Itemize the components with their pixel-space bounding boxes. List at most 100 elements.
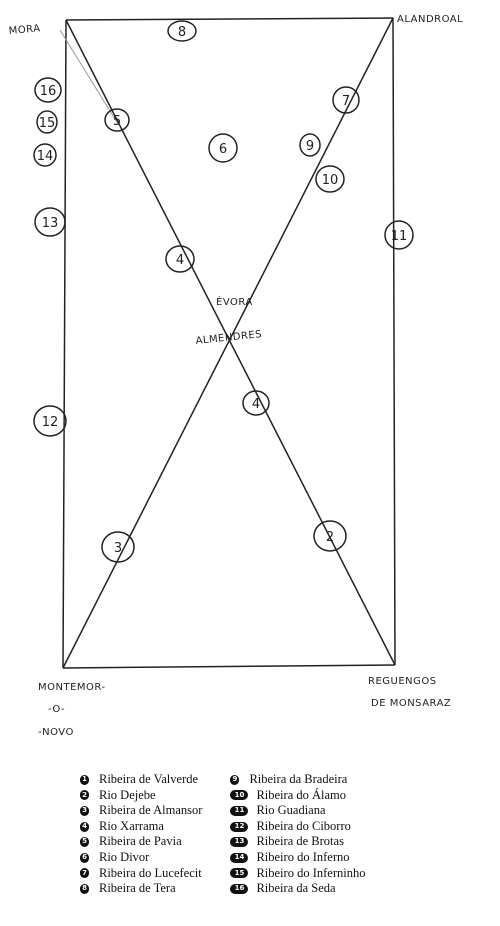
marker-8: 8 xyxy=(178,25,186,40)
right-edge xyxy=(392,17,396,666)
legend-label: Ribeira do Ciborro xyxy=(256,818,351,833)
legend-badge: 14 xyxy=(230,852,249,863)
legend-item: 14 Ribeiro do Inferno xyxy=(230,850,365,866)
legend-badge: 11 xyxy=(230,805,249,816)
marker-10-circle xyxy=(315,165,345,193)
marker-2: 2 xyxy=(326,530,334,545)
legend-badge: 16 xyxy=(230,883,249,894)
legend-badge: 13 xyxy=(230,837,249,848)
marker-13-circle xyxy=(34,207,66,237)
marker-4b: 4 xyxy=(252,397,260,412)
legend-item: 13 Ribeira de Brotas xyxy=(230,834,365,850)
marker-8-circle xyxy=(167,20,197,42)
place-montemor-line3: -NOVO xyxy=(38,727,74,738)
legend-label: Ribeira do Álamo xyxy=(256,787,347,802)
marker-5-circle xyxy=(104,108,130,132)
marker-15-circle xyxy=(36,110,58,134)
diagram-frame xyxy=(59,17,396,669)
legend-badge: 4 xyxy=(80,821,89,832)
marker-6-circle xyxy=(208,133,238,163)
marker-12: 12 xyxy=(42,415,59,430)
marker-13: 13 xyxy=(42,216,59,231)
legend-badge: 9 xyxy=(230,774,240,785)
legend-item: 9 Ribeira da Bradeira xyxy=(230,772,365,788)
place-alandroal: ALANDROAL xyxy=(397,14,463,25)
legend-badge: 10 xyxy=(230,790,249,801)
marker-2-circle xyxy=(313,520,347,552)
legend-label: Ribeira do Lucefecit xyxy=(99,865,202,880)
legend-item: 7 Ribeira do Lucefecit xyxy=(80,866,202,882)
marker-7: 7 xyxy=(342,94,350,109)
legend-badge: 8 xyxy=(80,883,89,894)
legend-badge: 7 xyxy=(80,868,89,879)
marker-10: 10 xyxy=(322,173,339,188)
legend-badge: 6 xyxy=(80,852,89,863)
legend-label: Ribeira de Almansor xyxy=(99,803,203,818)
legend-label: Rio Xarrama xyxy=(99,818,164,833)
marker-11: 11 xyxy=(391,229,408,244)
legend-item: 6 Rio Divor xyxy=(80,850,202,866)
marker-7-circle xyxy=(332,86,360,114)
legend-label: Ribeiro do Inferno xyxy=(256,849,350,864)
legend-badge: 1 xyxy=(80,774,89,785)
legend-item: 4 Rio Xarrama xyxy=(80,819,202,835)
legend-badge: 12 xyxy=(230,821,249,832)
legend-label: Ribeira da Seda xyxy=(256,881,336,896)
legend-item: 11 Rio Guadiana xyxy=(230,803,365,819)
legend-item: 8 Ribeira de Tera xyxy=(80,881,202,897)
marker-6: 6 xyxy=(219,142,227,157)
place-reguengos-line1: REGUENGOS xyxy=(368,676,437,687)
legend-item: 15 Ribeiro do Inferninho xyxy=(230,866,365,882)
marker-11-circle xyxy=(384,220,414,250)
legend-badge: 5 xyxy=(80,837,89,848)
legend-item: 3 Ribeira de Almansor xyxy=(80,803,202,819)
place-mora: MORA xyxy=(8,23,41,37)
marker-4: 4 xyxy=(176,253,184,268)
marker-16-circle xyxy=(34,77,62,103)
diagonal-alandroal-montemor xyxy=(62,17,394,669)
marker-15: 15 xyxy=(39,116,56,131)
legend-label: Ribeira de Tera xyxy=(99,881,176,896)
place-reguengos-line2: DE MONSARAZ xyxy=(371,698,451,709)
diagonal-mora-reguengos xyxy=(65,19,396,666)
place-montemor-line1: MONTEMOR- xyxy=(38,682,106,693)
place-evora: ÉVORA xyxy=(216,295,253,308)
legend-label: Rio Dejebe xyxy=(99,787,156,802)
marker-14-circle xyxy=(33,143,57,167)
place-montemor-line2: -O- xyxy=(48,704,65,715)
legend-item: 10 Ribeira do Álamo xyxy=(230,788,365,804)
marker-12-circle xyxy=(33,405,67,437)
legend-label: Rio Guadiana xyxy=(256,803,326,818)
legend-badge: 3 xyxy=(80,805,89,816)
legend-label: Ribeira de Pavia xyxy=(99,834,182,849)
marker-4b-circle xyxy=(242,390,270,416)
marker-5: 5 xyxy=(113,114,121,129)
marker-9-circle xyxy=(299,133,321,157)
legend-label: Rio Divor xyxy=(99,849,150,864)
place-almendres: ALMENDRES xyxy=(195,329,262,347)
bottom-edge xyxy=(62,664,396,669)
legend-item: 1 Ribeira de Valverde xyxy=(80,772,202,788)
marker-3: 3 xyxy=(114,541,122,556)
legend-label: Ribeira de Valverde xyxy=(99,772,199,786)
legend-badge: 2 xyxy=(80,790,89,801)
legend-item: 12 Ribeira do Ciborro xyxy=(230,819,365,835)
top-edge xyxy=(65,17,394,21)
marker-16: 16 xyxy=(40,84,57,99)
left-edge xyxy=(62,19,67,669)
legend-item: 5 Ribeira de Pavia xyxy=(80,834,202,850)
legend-badge: 15 xyxy=(230,868,249,879)
legend-item: 2 Rio Dejebe xyxy=(80,788,202,804)
legend-item: 16 Ribeira da Seda xyxy=(230,881,365,897)
legend-label: Ribeira da Bradeira xyxy=(249,772,348,786)
marker-4-circle xyxy=(165,245,195,273)
marker-3-circle xyxy=(101,531,135,563)
legend-label: Ribeiro do Inferninho xyxy=(256,865,366,880)
double-stroke xyxy=(59,29,119,125)
marker-9: 9 xyxy=(306,139,314,154)
legend-label: Ribeira de Brotas xyxy=(256,834,344,849)
